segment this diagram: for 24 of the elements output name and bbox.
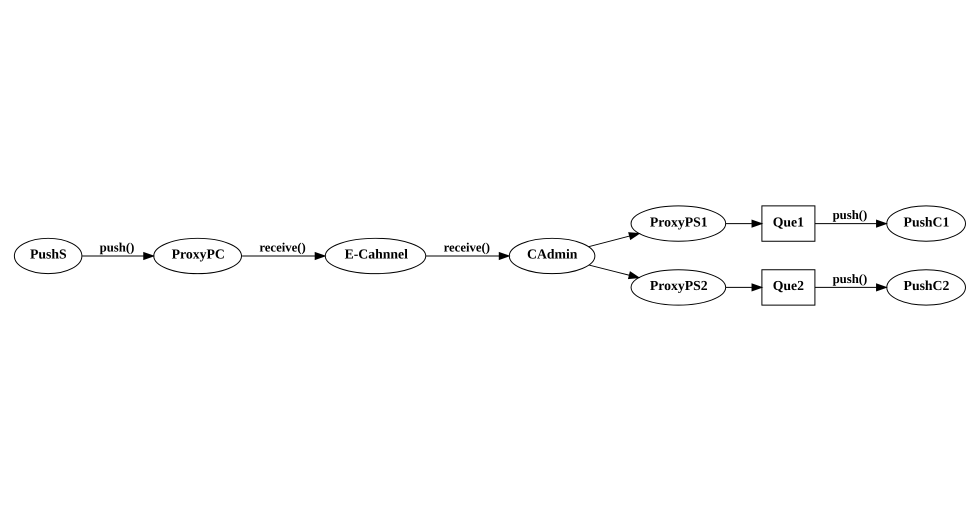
arrow <box>588 264 640 279</box>
arrow <box>814 218 888 228</box>
edge-label: push() <box>832 208 868 222</box>
edge-label: push() <box>100 240 134 254</box>
edge-label: receive() <box>259 240 306 254</box>
edge-label: receive() <box>444 240 490 254</box>
arrow <box>82 251 156 260</box>
arrow <box>725 218 764 228</box>
edge-label: push() <box>832 271 868 286</box>
node-ellipse: ProxyPS1 <box>630 204 726 242</box>
node-ellipse: E-Cahnnel <box>324 237 426 274</box>
node-box: Que1 <box>761 204 816 242</box>
arrow <box>588 232 641 247</box>
node-ellipse: ProxyPS2 <box>630 268 726 306</box>
node-box: Que2 <box>761 268 816 306</box>
arrow <box>242 251 326 260</box>
arrow <box>725 282 764 292</box>
arrow <box>426 251 511 260</box>
node-ellipse: PushC1 <box>886 204 966 242</box>
node-ellipse: PushC2 <box>886 268 966 306</box>
arrow <box>814 282 888 292</box>
node-ellipse: CAdmin <box>508 237 596 274</box>
node-ellipse: ProxyPC <box>153 237 242 274</box>
node-ellipse: PushS <box>14 237 82 274</box>
